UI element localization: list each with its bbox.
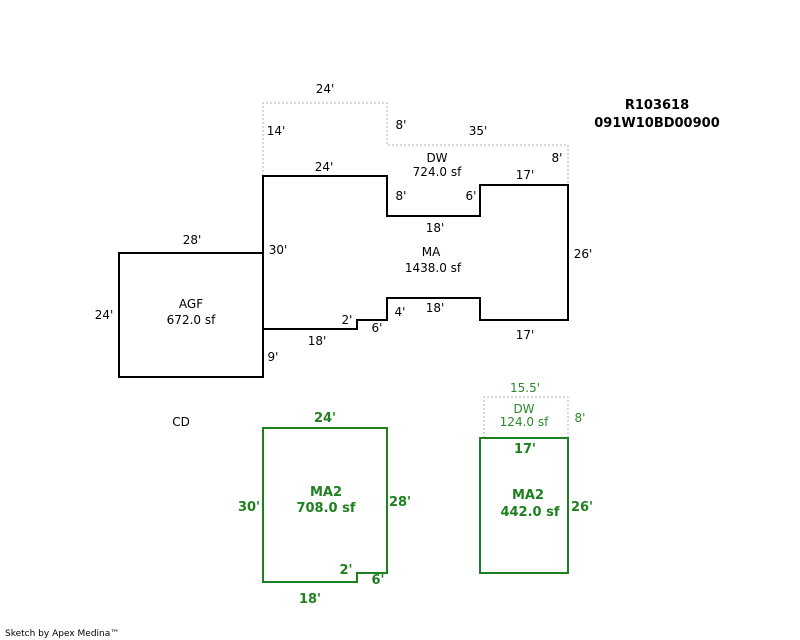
ma2-a-outline (262, 427, 388, 583)
ma2-b-outline (479, 437, 569, 574)
dim-label: 26' (571, 500, 593, 515)
dim-label: 30' (269, 243, 288, 257)
dim-label: 18' (426, 221, 445, 235)
ma2-b-code: MA2 (512, 488, 544, 503)
cd-code: CD (172, 415, 190, 429)
dim-label: 35' (469, 124, 488, 138)
dim-label: 28' (183, 233, 202, 247)
driveway-2-area: 124.0 sf (500, 415, 549, 429)
driveway-2-code: DW (513, 402, 534, 416)
dim-label: 6' (371, 573, 384, 588)
dim-label: 24' (316, 82, 335, 96)
dim-label: 8' (396, 118, 407, 132)
dim-label: 8' (552, 151, 563, 165)
dim-label: 2' (342, 313, 353, 327)
dim-label: 15.5' (510, 381, 540, 395)
dim-label: 14' (267, 124, 286, 138)
agf-area: 672.0 sf (167, 313, 216, 327)
dim-label: 30' (238, 500, 260, 515)
dim-label: 24' (315, 160, 334, 174)
driveway-1-outline (262, 102, 569, 185)
main-area-outline (262, 175, 569, 330)
dim-label: 17' (516, 168, 535, 182)
dim-label: 8' (575, 411, 586, 425)
driveway-1-code: DW (426, 151, 447, 165)
parcel-map-number: 091W10BD00900 (594, 116, 720, 131)
main-area-code: MA (422, 245, 441, 259)
footer-credit: Sketch by Apex Medina™ (5, 629, 119, 639)
dim-label: 18' (299, 592, 321, 607)
dim-label: 17' (514, 442, 536, 457)
ma2-a-area: 708.0 sf (296, 501, 355, 516)
driveway-1-area: 724.0 sf (413, 165, 462, 179)
dim-label: 4' (395, 305, 406, 319)
dim-label: 26' (574, 247, 593, 261)
parcel-id: R103618 (625, 98, 689, 113)
agf-outline (118, 252, 264, 378)
ma2-a-code: MA2 (310, 485, 342, 500)
dim-label: 17' (516, 328, 535, 342)
dim-label: 24' (95, 308, 114, 322)
dim-label: 8' (396, 189, 407, 203)
dim-label: 18' (308, 334, 327, 348)
dim-label: 18' (426, 301, 445, 315)
dim-label: 28' (389, 495, 411, 510)
dim-label: 24' (314, 411, 336, 426)
main-area-area: 1438.0 sf (405, 261, 462, 275)
driveway-2-outline (483, 396, 569, 438)
dim-label: 6' (466, 189, 477, 203)
agf-code: AGF (179, 297, 203, 311)
dim-label: 6' (372, 321, 383, 335)
dim-label: 2' (339, 563, 352, 578)
ma2-b-area: 442.0 sf (500, 505, 559, 520)
dim-label: 9' (268, 350, 279, 364)
